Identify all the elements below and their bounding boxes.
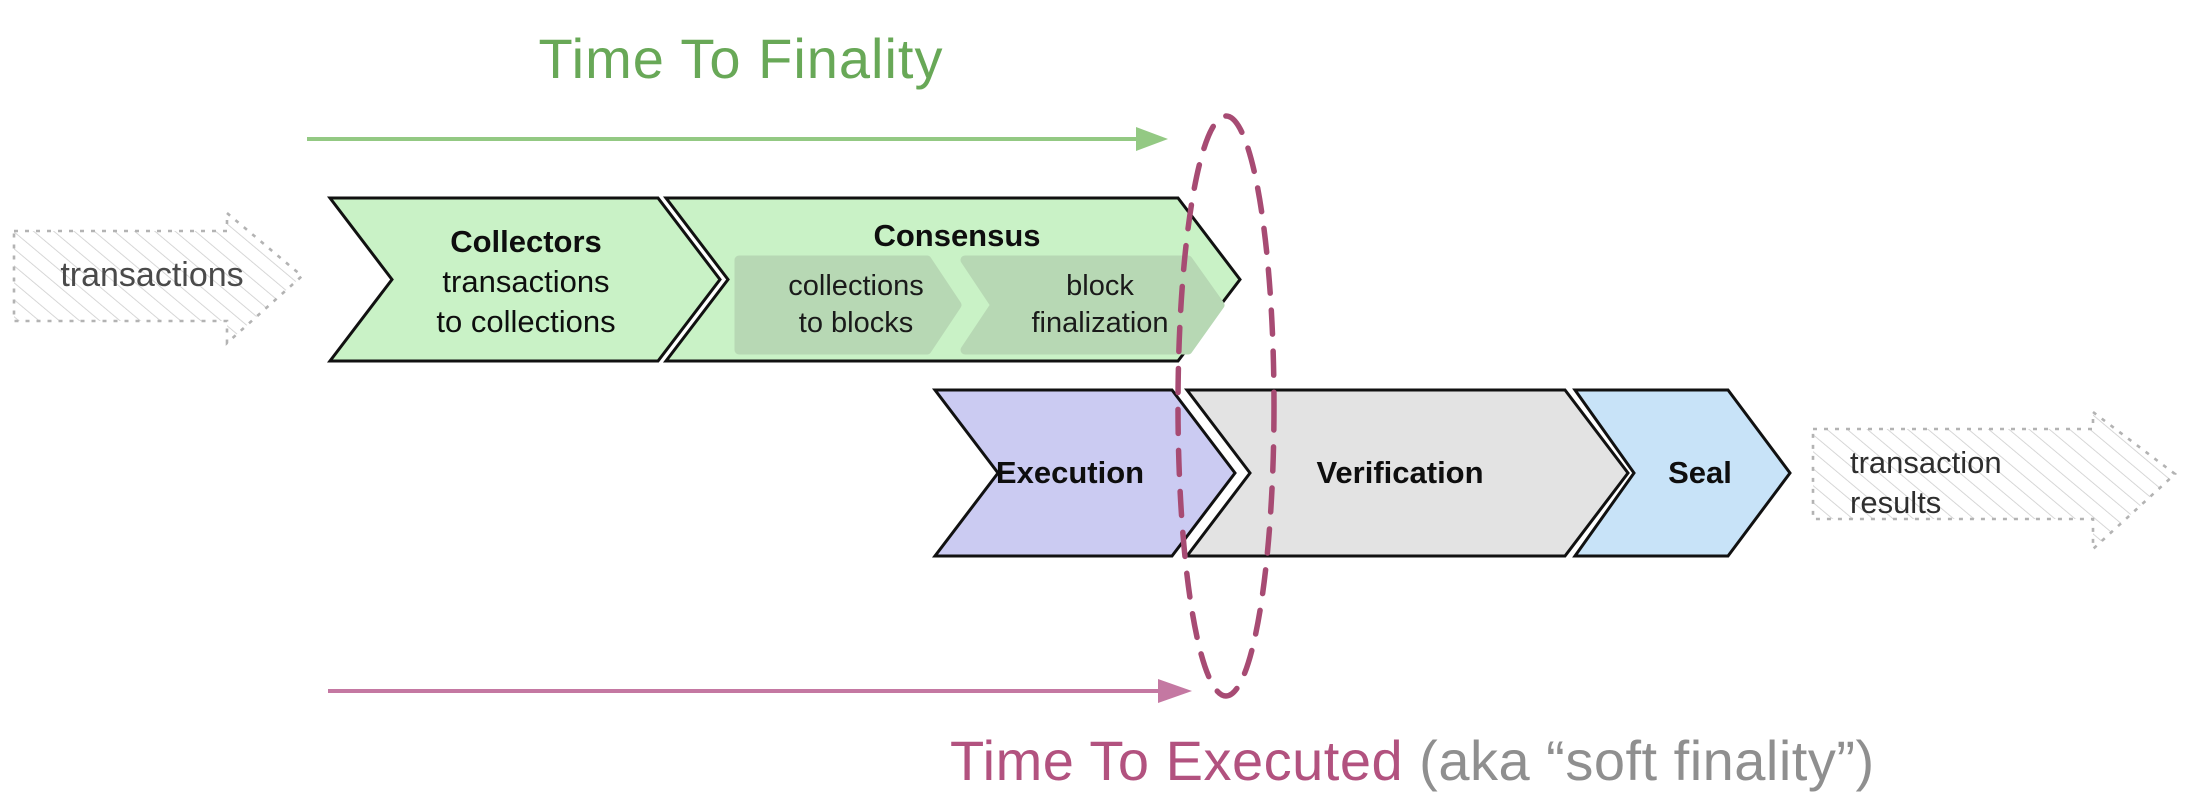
input-transactions-label: transactions — [60, 256, 244, 294]
time-to-finality-title: Time To Finality — [538, 27, 944, 90]
seal-title: Seal — [1668, 455, 1732, 490]
input-transactions-arrow-shape — [12, 210, 304, 346]
collectors-line2: to collections — [436, 304, 616, 339]
collectors-title: Collectors — [450, 224, 602, 259]
consensus-sub2-label: block finalization — [1031, 268, 1168, 342]
consensus-sub2-line1: block — [1066, 270, 1134, 302]
time-to-executed-label: Time To Executed — [950, 729, 1404, 792]
soft-finality-note: (aka “soft finality”) — [1419, 729, 1875, 792]
verification-chevron — [1183, 388, 1630, 558]
consensus-sub-chevron-collections — [734, 255, 962, 355]
execution-chevron — [931, 388, 1237, 558]
executed-arrow-head — [1158, 679, 1192, 703]
consensus-sub1-label: collections to blocks — [788, 268, 923, 342]
output-results-line1: transaction — [1850, 445, 2002, 480]
consensus-sub2-line2: finalization — [1031, 307, 1169, 339]
collectors-chevron — [326, 196, 722, 363]
output-results-arrow-shape — [1811, 409, 2178, 552]
verification-title: Verification — [1316, 455, 1484, 490]
soft-finality-boundary-ellipse — [1175, 113, 1277, 699]
consensus-title: Consensus — [873, 218, 1041, 253]
finality-arrow-head — [1136, 127, 1168, 151]
output-results-line2: results — [1850, 485, 1942, 520]
output-results-label: transaction results — [1850, 443, 2002, 523]
collectors-label: Collectors transactions to collections — [436, 222, 615, 342]
consensus-sub-chevron-finalization — [960, 255, 1225, 355]
consensus-sub1-line1: collections — [788, 270, 924, 302]
collectors-line1: transactions — [442, 264, 610, 299]
execution-title: Execution — [995, 455, 1145, 490]
time-to-executed-title: Time To Executed (aka “soft finality”) — [950, 728, 1875, 793]
seal-chevron — [1572, 388, 1792, 558]
consensus-sub1-line2: to blocks — [798, 307, 914, 339]
